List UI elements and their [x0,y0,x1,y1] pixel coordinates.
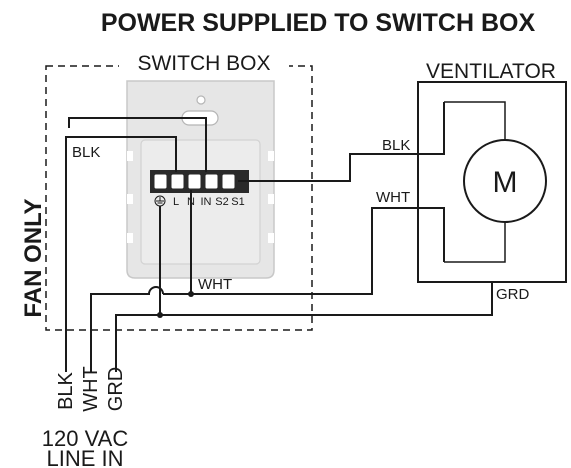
wire-blk-vent [238,102,445,182]
lead-label-grd: GRD [105,367,127,411]
wire-wht-line [90,286,164,372]
ventilator-label: VENTILATOR [426,60,556,83]
wiring [65,102,493,372]
lead-label-wht: WHT [80,366,102,412]
wire-grd [115,282,493,372]
terminal-label-in: IN [201,196,212,208]
terminal-label-s1: S1 [231,196,244,208]
wire-blk-line [65,136,177,372]
switch-box-label-bg [119,58,289,74]
terminal-label-l: L [173,196,179,208]
motor-symbol: M [493,166,518,199]
wire-label-wht-vent: WHT [376,189,410,206]
wire-label-grd-vent: GRD [496,286,530,303]
wire-label-blk-vent: BLK [382,137,410,154]
wire-label-wht-mid: WHT [198,276,232,293]
wire-wht-vent [163,207,445,295]
switch-box-label: SWITCH BOX [137,52,270,75]
ventilator: M [417,81,567,283]
terminal-label-s2: S2 [215,196,228,208]
diagram-title: POWER SUPPLIED TO SWITCH BOX [101,9,536,37]
wire-jumper [68,117,207,172]
line-in-voltage: 120 VAC [42,426,129,451]
switch-device: L N IN S2 S1 [126,80,275,279]
motor-icon [463,139,547,223]
line-in-caption: LINE IN [46,446,123,468]
side-label-fan-only: FAN ONLY [20,198,47,317]
wire-label-blk-switch: BLK [72,144,100,161]
lead-label-blk: BLK [55,371,77,409]
